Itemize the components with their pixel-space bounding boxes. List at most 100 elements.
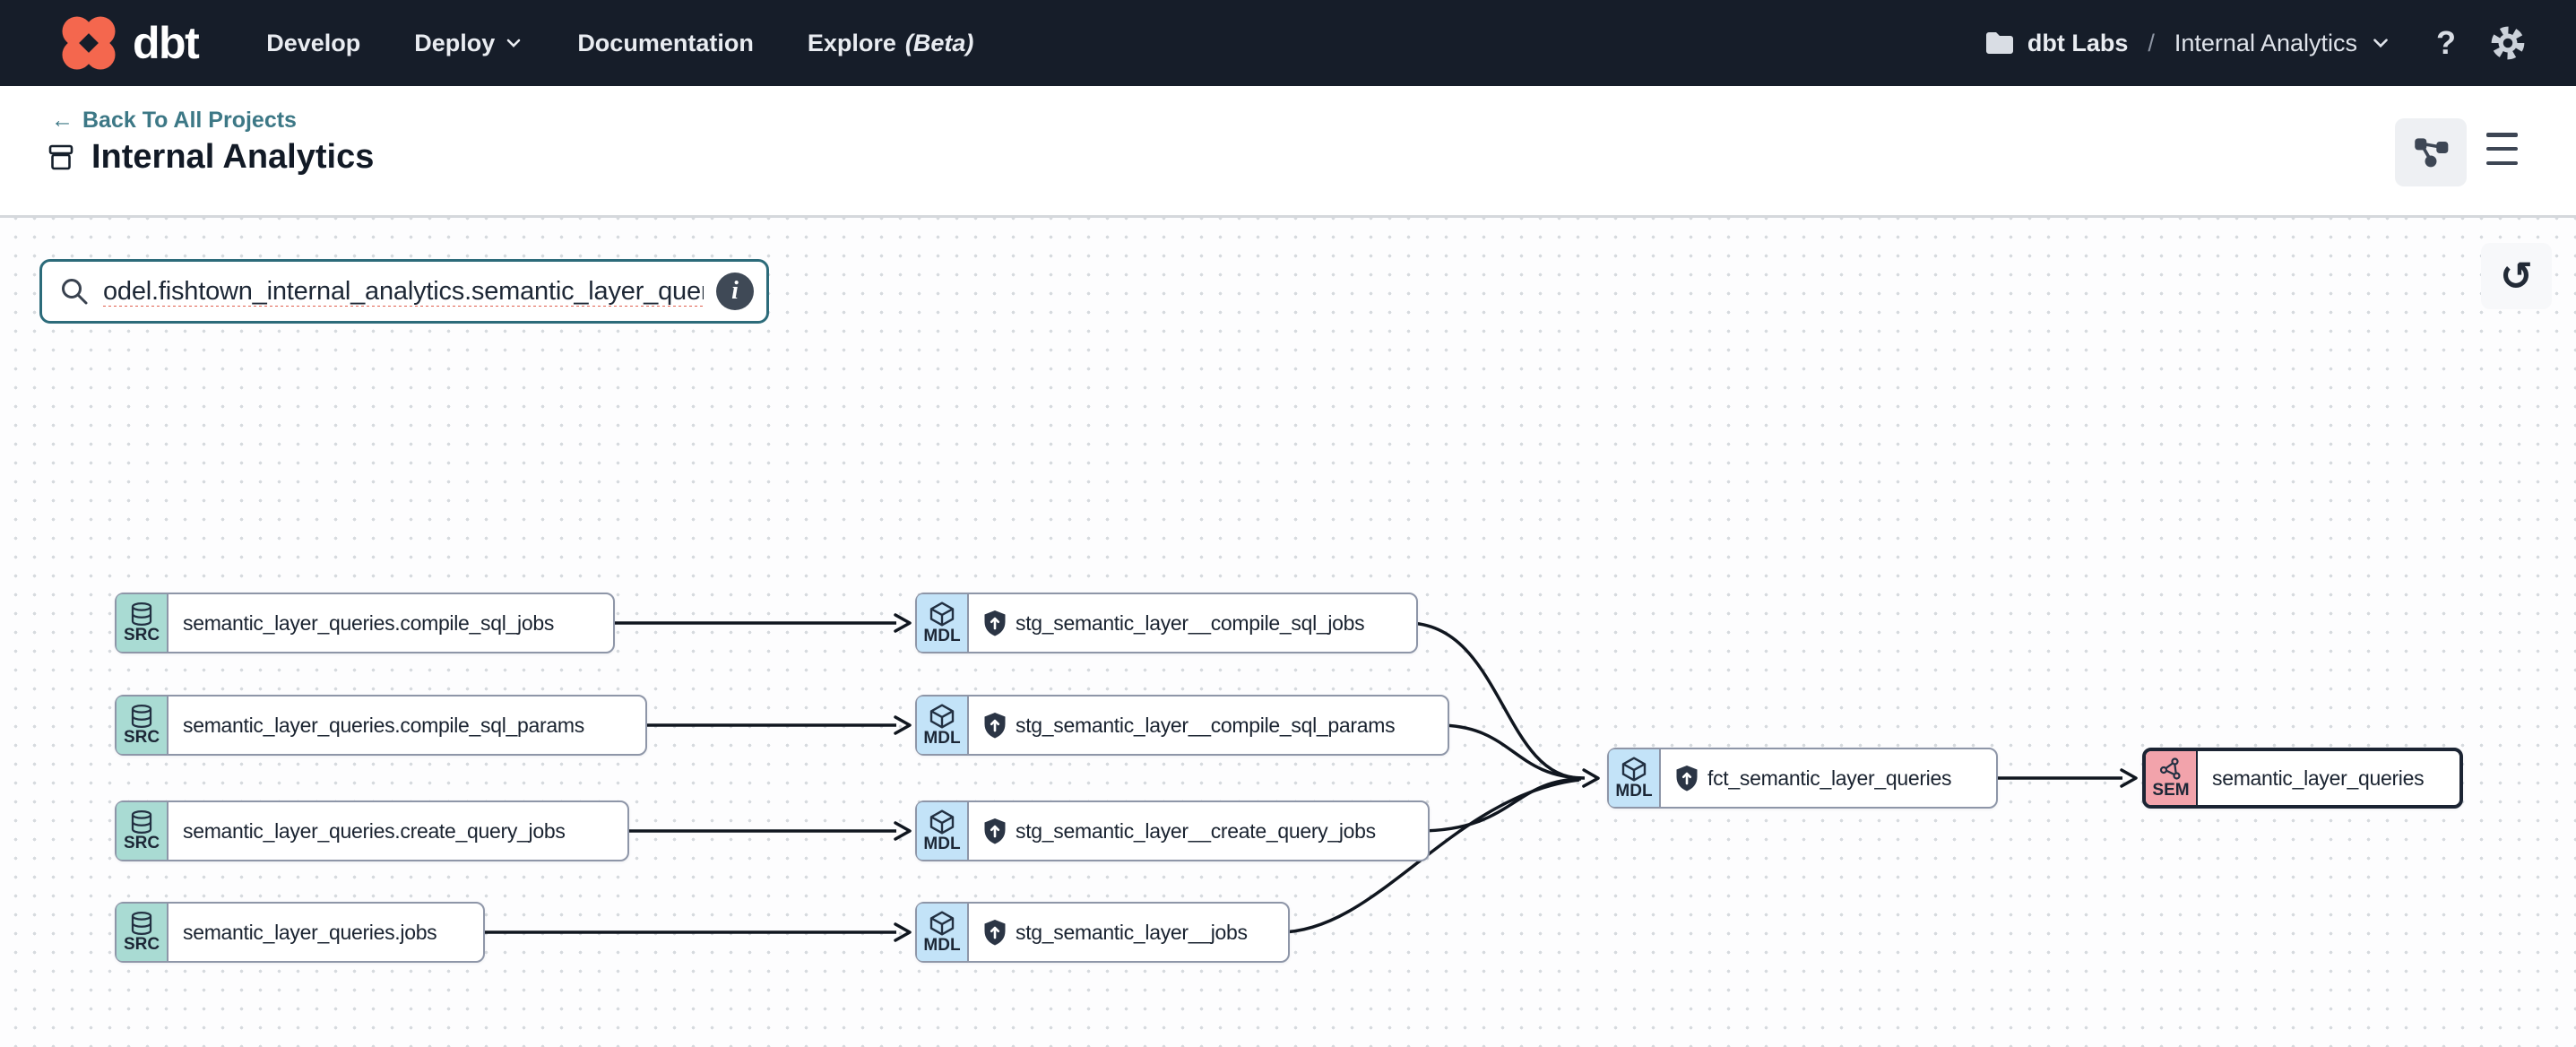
lineage-canvas[interactable]: SRC semantic_layer_queries.compile_sql_jo…	[0, 218, 2576, 1047]
mdl-badge: MDL	[917, 802, 969, 860]
search-icon	[58, 275, 91, 307]
badge-label: MDL	[923, 936, 961, 955]
breadcrumb-project[interactable]: Internal Analytics	[2174, 29, 2357, 56]
badge-label: SRC	[123, 728, 160, 747]
semantic-icon	[2157, 756, 2184, 783]
folder-icon	[1984, 30, 2015, 56]
node-label: fct_semantic_layer_queries	[1707, 766, 1952, 790]
menu-button[interactable]	[2483, 131, 2522, 167]
search-value[interactable]: odel.fishtown_internal_analytics.semanti…	[103, 276, 704, 306]
node-label: semantic_layer_queries	[2212, 766, 2425, 790]
node-label: semantic_layer_queries.compile_sql_param…	[183, 713, 584, 737]
account-project-breadcrumb[interactable]: dbt Labs / Internal Analytics	[1984, 30, 2391, 57]
info-icon[interactable]: i	[716, 273, 754, 310]
node-body: semantic_layer_queries.compile_sql_jobs	[169, 594, 613, 652]
graph-node-src-create-query-jobs[interactable]: SRC semantic_layer_queries.create_query_j…	[115, 800, 629, 861]
dbt-logo[interactable]: dbt	[56, 10, 200, 76]
shield-icon	[1675, 765, 1699, 792]
sem-badge: SEM	[2146, 751, 2198, 805]
chevron-down-icon	[2370, 32, 2391, 54]
badge-label: SEM	[2152, 781, 2190, 800]
back-to-all-projects-link[interactable]: ← Back To All Projects	[51, 108, 297, 133]
graph-node-stg-compile-sql-jobs[interactable]: MDL stg_semantic_layer__compile_sql_jobs	[915, 593, 1418, 653]
node-body: stg_semantic_layer__create_query_jobs	[969, 802, 1428, 860]
node-body: semantic_layer_queries.compile_sql_param…	[169, 697, 645, 754]
src-badge: SRC	[117, 594, 169, 652]
cube-icon	[928, 600, 956, 628]
reset-view-button[interactable]: ↺	[2481, 243, 2552, 309]
graph-node-stg-create-query-jobs[interactable]: MDL stg_semantic_layer__create_query_jobs	[915, 800, 1430, 861]
badge-label: SRC	[123, 935, 160, 954]
help-icon[interactable]: ?	[2436, 24, 2456, 61]
node-label: semantic_layer_queries.create_query_jobs	[183, 818, 566, 843]
shield-icon	[983, 712, 1007, 739]
back-arrow-icon: ←	[51, 108, 73, 133]
lineage-view-button[interactable]	[2395, 118, 2467, 186]
node-body: semantic_layer_queries	[2198, 751, 2459, 805]
graph-node-src-jobs[interactable]: SRC semantic_layer_queries.jobs	[115, 902, 485, 963]
badge-label: SRC	[123, 626, 160, 645]
node-label: stg_semantic_layer__compile_sql_params	[1016, 713, 1396, 737]
top-nav: dbt Develop Deploy Documentation Explore…	[0, 0, 2576, 86]
gear-icon[interactable]	[2488, 23, 2528, 63]
database-icon	[128, 703, 155, 730]
node-label: semantic_layer_queries.jobs	[183, 920, 437, 944]
mdl-badge: MDL	[917, 904, 969, 961]
node-body: stg_semantic_layer__jobs	[969, 904, 1288, 961]
node-label: semantic_layer_queries.compile_sql_jobs	[183, 610, 555, 635]
menu-bar	[2486, 133, 2518, 137]
cube-icon	[928, 808, 956, 836]
node-label: stg_semantic_layer__compile_sql_jobs	[1016, 610, 1365, 635]
mdl-badge: MDL	[917, 594, 969, 652]
node-body: stg_semantic_layer__compile_sql_params	[969, 697, 1448, 754]
nav-item-explore[interactable]: Explore (Beta)	[807, 29, 974, 56]
menu-bar	[2486, 146, 2518, 151]
shield-icon	[983, 610, 1007, 636]
node-label: stg_semantic_layer__jobs	[1016, 920, 1248, 944]
menu-bar	[2486, 160, 2518, 165]
database-icon	[128, 601, 155, 627]
badge-label: MDL	[923, 729, 961, 748]
mdl-badge: MDL	[1609, 749, 1661, 807]
nav-items: Develop Deploy Documentation Explore (Be…	[266, 30, 973, 57]
chevron-down-icon	[504, 33, 523, 53]
badge-label: MDL	[923, 835, 961, 853]
nav-item-documentation[interactable]: Documentation	[577, 29, 754, 56]
reset-icon: ↺	[2500, 253, 2533, 299]
node-body: stg_semantic_layer__compile_sql_jobs	[969, 594, 1416, 652]
shield-icon	[983, 818, 1007, 844]
src-badge: SRC	[117, 697, 169, 754]
node-label: stg_semantic_layer__create_query_jobs	[1016, 818, 1376, 843]
nav-item-deploy[interactable]: Deploy	[414, 30, 523, 57]
graph-node-src-compile-sql-jobs[interactable]: SRC semantic_layer_queries.compile_sql_jo…	[115, 593, 615, 653]
breadcrumb-org: dbt Labs	[2027, 29, 2129, 56]
dbt-logo-icon	[56, 10, 122, 76]
cube-icon	[928, 702, 956, 731]
shield-icon	[983, 919, 1007, 946]
graph-node-src-compile-sql-params[interactable]: SRC semantic_layer_queries.compile_sql_pa…	[115, 695, 647, 756]
nav-item-develop[interactable]: Develop	[266, 29, 361, 56]
breadcrumb-separator: /	[2148, 29, 2155, 56]
explore-beta-tag: (Beta)	[904, 29, 974, 56]
project-archive-icon	[45, 142, 77, 174]
lineage-edges	[478, 613, 2138, 942]
node-body: fct_semantic_layer_queries	[1661, 749, 1996, 807]
dbt-logo-text: dbt	[133, 18, 200, 68]
graph-node-stg-jobs[interactable]: MDL stg_semantic_layer__jobs	[915, 902, 1290, 963]
graph-node-fct-semantic-layer-queries[interactable]: MDL fct_semantic_layer_queries	[1607, 748, 1998, 809]
src-badge: SRC	[117, 904, 169, 961]
project-header: ← Back To All Projects Internal Analytic…	[0, 86, 2576, 218]
cube-icon	[1620, 755, 1648, 783]
cube-icon	[928, 909, 956, 938]
badge-label: MDL	[1615, 782, 1653, 800]
src-badge: SRC	[117, 802, 169, 860]
mdl-badge: MDL	[917, 697, 969, 754]
graph-node-stg-compile-sql-params[interactable]: MDL stg_semantic_layer__compile_sql_param…	[915, 695, 1449, 756]
graph-node-sem-semantic-layer-queries[interactable]: SEM semantic_layer_queries	[2142, 748, 2463, 809]
badge-label: SRC	[123, 834, 160, 852]
node-body: semantic_layer_queries.jobs	[169, 904, 483, 961]
page-title: Internal Analytics	[91, 138, 375, 176]
badge-label: MDL	[923, 627, 961, 645]
lineage-search-input[interactable]: odel.fishtown_internal_analytics.semanti…	[39, 259, 769, 324]
title-row: Internal Analytics	[45, 138, 374, 177]
